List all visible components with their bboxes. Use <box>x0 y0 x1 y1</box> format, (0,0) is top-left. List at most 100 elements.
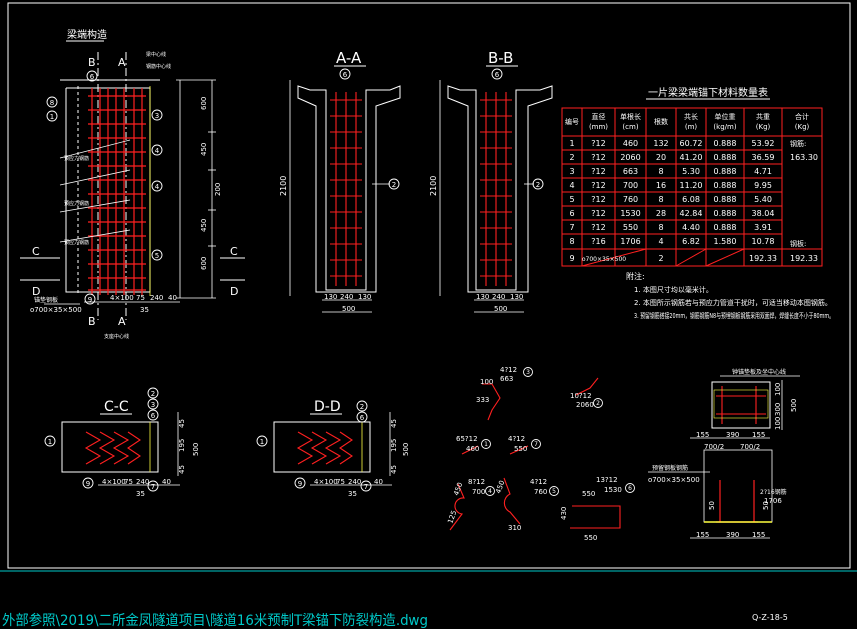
front-plate-size: o700×35×500 <box>30 306 82 314</box>
dd-bdim-40: 40 <box>374 478 383 486</box>
front-callout-6: 6 <box>90 73 95 81</box>
dd-callout-1: 1 <box>260 438 264 446</box>
table-cell: 38.04 <box>752 209 775 218</box>
table-cell: 1.580 <box>714 237 737 246</box>
dd-bdim-35: 35 <box>348 490 357 498</box>
table-cell: 6.08 <box>682 195 700 204</box>
plate-r-100b: 100 <box>774 417 782 430</box>
table-cell: 7 <box>569 223 574 232</box>
plate-half-a: 700/2 <box>704 443 724 451</box>
d6-dim-550b: 550 <box>584 534 597 542</box>
front-right-dim-texts: 600 450 200 450 600 <box>200 97 222 270</box>
table-cell: 36.59 <box>752 153 775 162</box>
dd-callout-6: 6 <box>360 414 365 422</box>
bb-title: B-B <box>488 49 513 67</box>
dd-side-195: 195 <box>390 439 398 452</box>
aa-bdim-240: 240 <box>340 293 353 301</box>
cc-callout-7: 7 <box>151 483 155 491</box>
front-note-3: 预应力钢筋 <box>64 155 89 162</box>
table-cell: 8 <box>658 195 663 204</box>
table-cell: 41.20 <box>680 153 703 162</box>
plate-bar-len: 1706 <box>764 497 782 505</box>
rebar-detail-texts: 4?12 663 100 333 10?12 2060 65?12 460 4?… <box>446 366 621 542</box>
dd-callouts <box>256 400 372 492</box>
cc-callout-1: 1 <box>48 438 52 446</box>
table-cell: 10.78 <box>752 237 775 246</box>
cc-side-500: 500 <box>192 443 200 456</box>
dd-bdim-240: 240 <box>348 478 361 486</box>
aa-callout-6-label: 6 <box>343 71 348 79</box>
d6-dim-430: 430 <box>560 507 568 520</box>
aa-bdim-130a: 130 <box>324 293 337 301</box>
bb-bottom-texts: 130 240 130 500 <box>476 293 523 313</box>
table-cell: ?12 <box>591 181 605 190</box>
front-dim-600a: 600 <box>200 97 208 110</box>
cut-a-top: A <box>118 56 126 69</box>
table-cell: 0.888 <box>714 153 737 162</box>
dd-bdim-75: 75 <box>336 478 345 486</box>
cc-callout-labels: 2 3 6 1 9 7 <box>48 390 156 491</box>
border-frame <box>7 2 851 569</box>
table-cell: 8 <box>569 237 574 246</box>
table-cell: 0.888 <box>714 167 737 176</box>
front-callout-4a: 4 <box>155 147 160 155</box>
cut-a-bottom: A <box>118 315 126 328</box>
table-cell: 20 <box>656 153 666 162</box>
table-header-row: 编号直径(mm)单根长(cm)根数共长(m)单位重(kg/m)共重(Kg)合计(… <box>565 112 810 131</box>
table-header-cell: 单根长 <box>620 112 641 121</box>
aa-bottom-texts: 130 240 130 500 <box>324 293 371 313</box>
front-bdim-240: 240 <box>150 294 163 302</box>
cc-bdim-40: 40 <box>162 478 171 486</box>
dd-callout-labels: 2 6 1 9 7 <box>260 403 368 491</box>
dd-side-500: 500 <box>402 443 410 456</box>
table-cell: 132 <box>653 139 668 148</box>
table-header-cell: 单位重 <box>715 112 736 121</box>
table-cell: 550 <box>623 223 638 232</box>
plate-t-155a: 155 <box>696 431 709 439</box>
plate-bars <box>716 386 766 424</box>
table-cell: 5.40 <box>754 195 772 204</box>
note-2: 2. 本图所示钢筋若与预应力管道干扰时，可适当移动本图钢筋。 <box>634 298 832 307</box>
cc-callout-3: 3 <box>151 401 155 409</box>
front-right-dims <box>176 79 216 299</box>
aa-width: 500 <box>342 305 355 313</box>
bb-callout-2-label: 2 <box>536 181 540 189</box>
table-cell: 9 <box>569 254 574 263</box>
table-cell: ?12 <box>591 223 605 232</box>
table-cell: 3 <box>569 167 574 176</box>
front-bdim-75: 75 <box>136 294 145 302</box>
table-header-cell: 合计 <box>795 112 809 121</box>
notes-heading: 附注: <box>626 271 645 281</box>
front-callout-1: 1 <box>50 113 54 121</box>
cc-side-45b: 45 <box>178 465 186 474</box>
section-title: 梁端构造 <box>67 28 107 41</box>
table-cell: 663 <box>623 167 638 176</box>
table-cell: 700 <box>623 181 638 190</box>
front-callout-3: 3 <box>155 112 159 120</box>
footer-sheet: Q-Z-18-5 <box>752 613 788 622</box>
plate-size: o700×35×500 <box>648 476 700 484</box>
dcall-3: 3 <box>526 369 530 376</box>
bb-bdim-130a: 130 <box>476 293 489 301</box>
plate-r-300: 300 <box>774 403 782 416</box>
table-cell: 28 <box>656 209 666 218</box>
d3-label: 4?12 <box>500 366 517 374</box>
bb-bdim-240: 240 <box>492 293 505 301</box>
table-cell: 8 <box>658 167 663 176</box>
aa-callout-2 <box>388 178 400 190</box>
total-value-2: 192.33 <box>790 254 818 263</box>
table-header-cell: 共重 <box>756 112 770 121</box>
table-header-cell: (Kg) <box>795 123 810 131</box>
plate-top-texts: 155 390 155 700/2 700/2 <box>696 431 765 451</box>
plate-t-390: 390 <box>726 431 739 439</box>
bb-width: 500 <box>494 305 507 313</box>
d4-label: 8?12 <box>468 478 485 486</box>
front-note-1: 梁中心线 <box>146 51 166 58</box>
table-cell: ?12 <box>591 167 605 176</box>
table-header-cell: (Kg) <box>756 123 771 131</box>
dcall-4: 4 <box>488 488 492 495</box>
table-cell: 4 <box>658 237 663 246</box>
bb-rebar <box>480 92 512 286</box>
